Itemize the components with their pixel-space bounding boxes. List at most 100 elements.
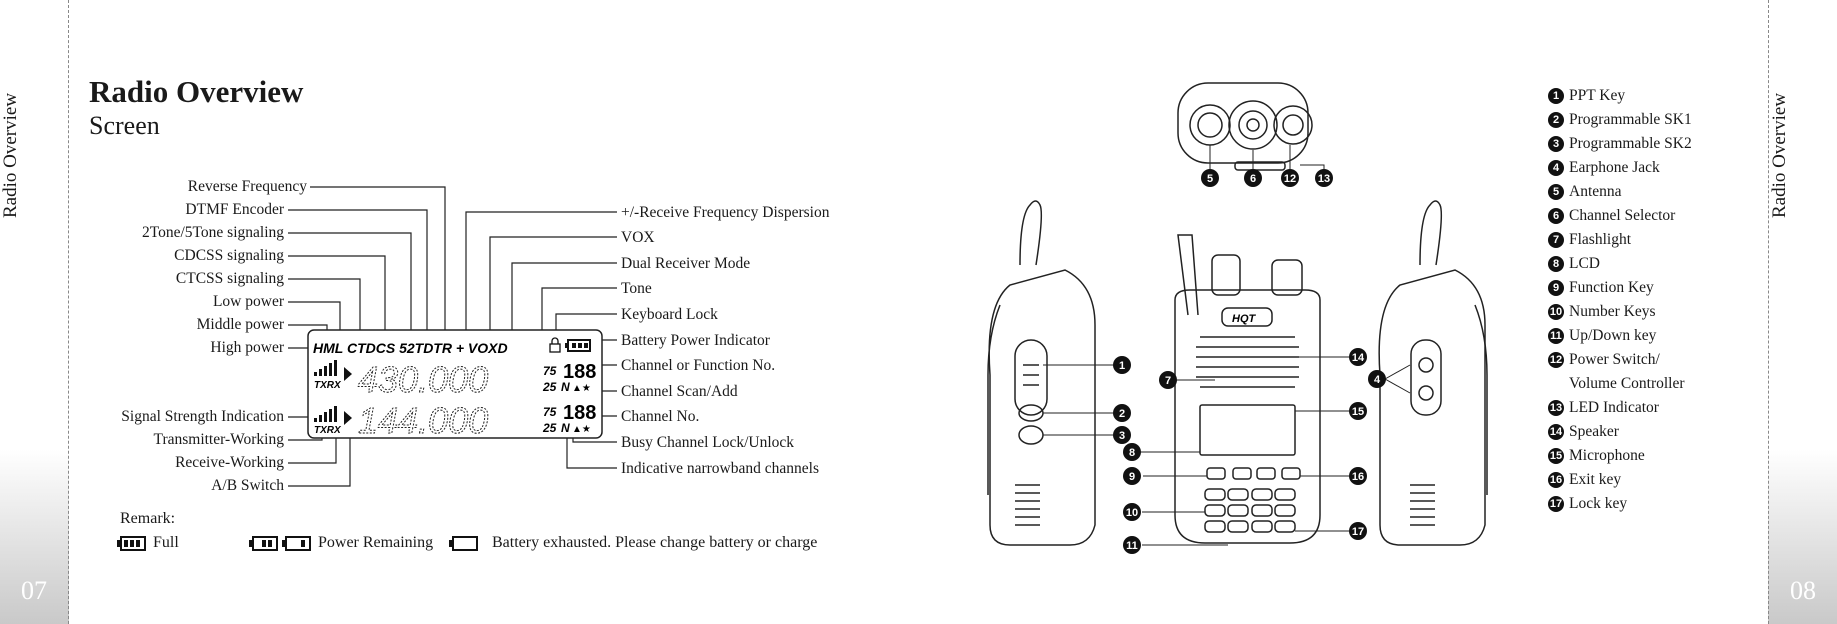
- scan-arrow-star-a: ▲★: [572, 383, 591, 394]
- label-busy-channel-lock: Busy Channel Lock/Unlock: [621, 434, 795, 451]
- frequency-a: 430.000: [358, 359, 488, 400]
- svg-text:4: 4: [1374, 374, 1381, 386]
- battery-one-bar-icon: [282, 535, 311, 551]
- legend-label: Speaker: [1569, 423, 1619, 440]
- label-low-power: Low power: [212, 293, 284, 310]
- radio-front-view: [1174, 234, 1321, 544]
- speaker-grille: [1196, 336, 1299, 388]
- svg-text:11: 11: [1126, 540, 1138, 552]
- label-middle-power: Middle power: [196, 316, 284, 333]
- legend-label: LED Indicator: [1569, 399, 1659, 416]
- legend-label: Power Switch/: [1569, 351, 1660, 368]
- radio-top-view: [1177, 82, 1313, 171]
- legend-label: Channel Selector: [1569, 207, 1676, 224]
- legend-label: Flashlight: [1569, 231, 1632, 248]
- legend-item: 12 Power Switch/: [1548, 348, 1692, 372]
- svg-text:9: 9: [1129, 471, 1135, 483]
- battery-empty-icon: [449, 535, 478, 551]
- legend-label: Antenna: [1569, 183, 1622, 200]
- legend-label: Up/Down key: [1569, 327, 1657, 344]
- txrx-indicator-a: TXRX: [314, 380, 342, 391]
- radio-right-side-view: [1378, 200, 1488, 546]
- number-badge: 1: [1548, 88, 1564, 104]
- label-high-power: High power: [210, 339, 284, 356]
- lcd-frame: [307, 329, 603, 439]
- right-margin: Radio Overview 08: [1768, 0, 1837, 624]
- label-dtmf-encoder: DTMF Encoder: [185, 201, 284, 218]
- lcd-battery-icon: [565, 339, 591, 352]
- small-75-b: 75: [543, 405, 557, 419]
- svg-text:12: 12: [1284, 173, 1296, 185]
- lcd-lock-icon: [549, 337, 561, 353]
- svg-text:17: 17: [1352, 526, 1364, 538]
- scan-arrow-star-b: ▲★: [572, 424, 591, 435]
- remark-power-remaining: Power Remaining: [249, 534, 433, 552]
- battery-two-bars-icon: [249, 535, 278, 551]
- number-badge: 10: [1548, 304, 1564, 320]
- number-badge: 3: [1548, 136, 1564, 152]
- svg-text:13: 13: [1318, 173, 1330, 185]
- radio-callout-lines: [1043, 145, 1411, 546]
- ab-arrow-a: [344, 367, 352, 381]
- number-badge: 4: [1548, 160, 1564, 176]
- number-badge: 17: [1548, 496, 1564, 512]
- ab-arrow-b: [344, 411, 352, 425]
- number-badge: 8: [1548, 256, 1564, 272]
- page-number-left: 07: [21, 576, 47, 605]
- number-badge: 9: [1548, 280, 1564, 296]
- legend-item: 17 Lock key: [1548, 492, 1692, 516]
- page-subtitle: Screen: [89, 111, 160, 140]
- svg-text:14: 14: [1352, 352, 1365, 364]
- svg-text:10: 10: [1126, 507, 1138, 519]
- number-badge: 14: [1548, 424, 1564, 440]
- number-badge: 11: [1548, 328, 1564, 344]
- label-transmitter-working: Transmitter-Working: [153, 431, 284, 448]
- number-keypad: [1204, 488, 1296, 533]
- page-title: Radio Overview: [89, 74, 304, 109]
- number-badge: 7: [1548, 232, 1564, 248]
- n-label-a: N: [561, 380, 570, 394]
- legend-label: Volume Controller: [1569, 375, 1685, 392]
- small-25-b: 25: [542, 421, 557, 435]
- svg-text:15: 15: [1352, 406, 1364, 418]
- label-receive-working: Receive-Working: [175, 454, 284, 471]
- label-ctcss: CTCSS signaling: [175, 270, 284, 287]
- legend-label: Exit key: [1569, 471, 1622, 488]
- number-badge: 13: [1548, 400, 1564, 416]
- n-label-b: N: [561, 421, 570, 435]
- legend-label: Lock key: [1569, 495, 1628, 512]
- legend-item: 4 Earphone Jack: [1548, 156, 1692, 180]
- radio-brand-logo: HQT: [1232, 313, 1257, 325]
- label-receive-freq-dispersion: +/-Receive Frequency Dispersion: [621, 204, 830, 221]
- radio-callout-badges: 5 6 12 13 1 2 3 7 14 15 8 9 16 10 11 17 …: [1113, 169, 1386, 554]
- radio-illustration: HQT 5 6 12 13 1 2 3 7 14 15 8 9 16 10 11…: [987, 82, 1488, 554]
- legend-label: Microphone: [1569, 447, 1645, 464]
- svg-text:16: 16: [1352, 471, 1364, 483]
- legend-item: 2 Programmable SK1: [1548, 108, 1692, 132]
- label-ab-switch: A/B Switch: [211, 477, 284, 494]
- lcd-indicators: HML CTDCS 52TDTR + VOXD: [313, 340, 508, 356]
- legend-label: Earphone Jack: [1569, 159, 1660, 176]
- label-tone: Tone: [621, 280, 652, 297]
- number-badge: 12: [1548, 352, 1564, 368]
- number-badge: 2: [1548, 112, 1564, 128]
- legend-label: Programmable SK2: [1569, 135, 1692, 152]
- channel-number-a: 188: [563, 361, 596, 383]
- label-channel-no: Channel No.: [621, 408, 700, 425]
- front-lcd: [1199, 404, 1296, 456]
- label-narrowband: Indicative narrowband channels: [621, 460, 819, 477]
- remark-exhausted: Battery exhausted. Please change battery…: [449, 534, 817, 552]
- label-reverse-frequency: Reverse Frequency: [187, 178, 307, 195]
- svg-text:7: 7: [1165, 375, 1171, 387]
- legend-item: 11 Up/Down key: [1548, 324, 1692, 348]
- svg-text:5: 5: [1207, 173, 1213, 185]
- legend-label: Programmable SK1: [1569, 111, 1692, 128]
- legend-item: 3 Programmable SK2: [1548, 132, 1692, 156]
- legend-item: 7 Flashlight: [1548, 228, 1692, 252]
